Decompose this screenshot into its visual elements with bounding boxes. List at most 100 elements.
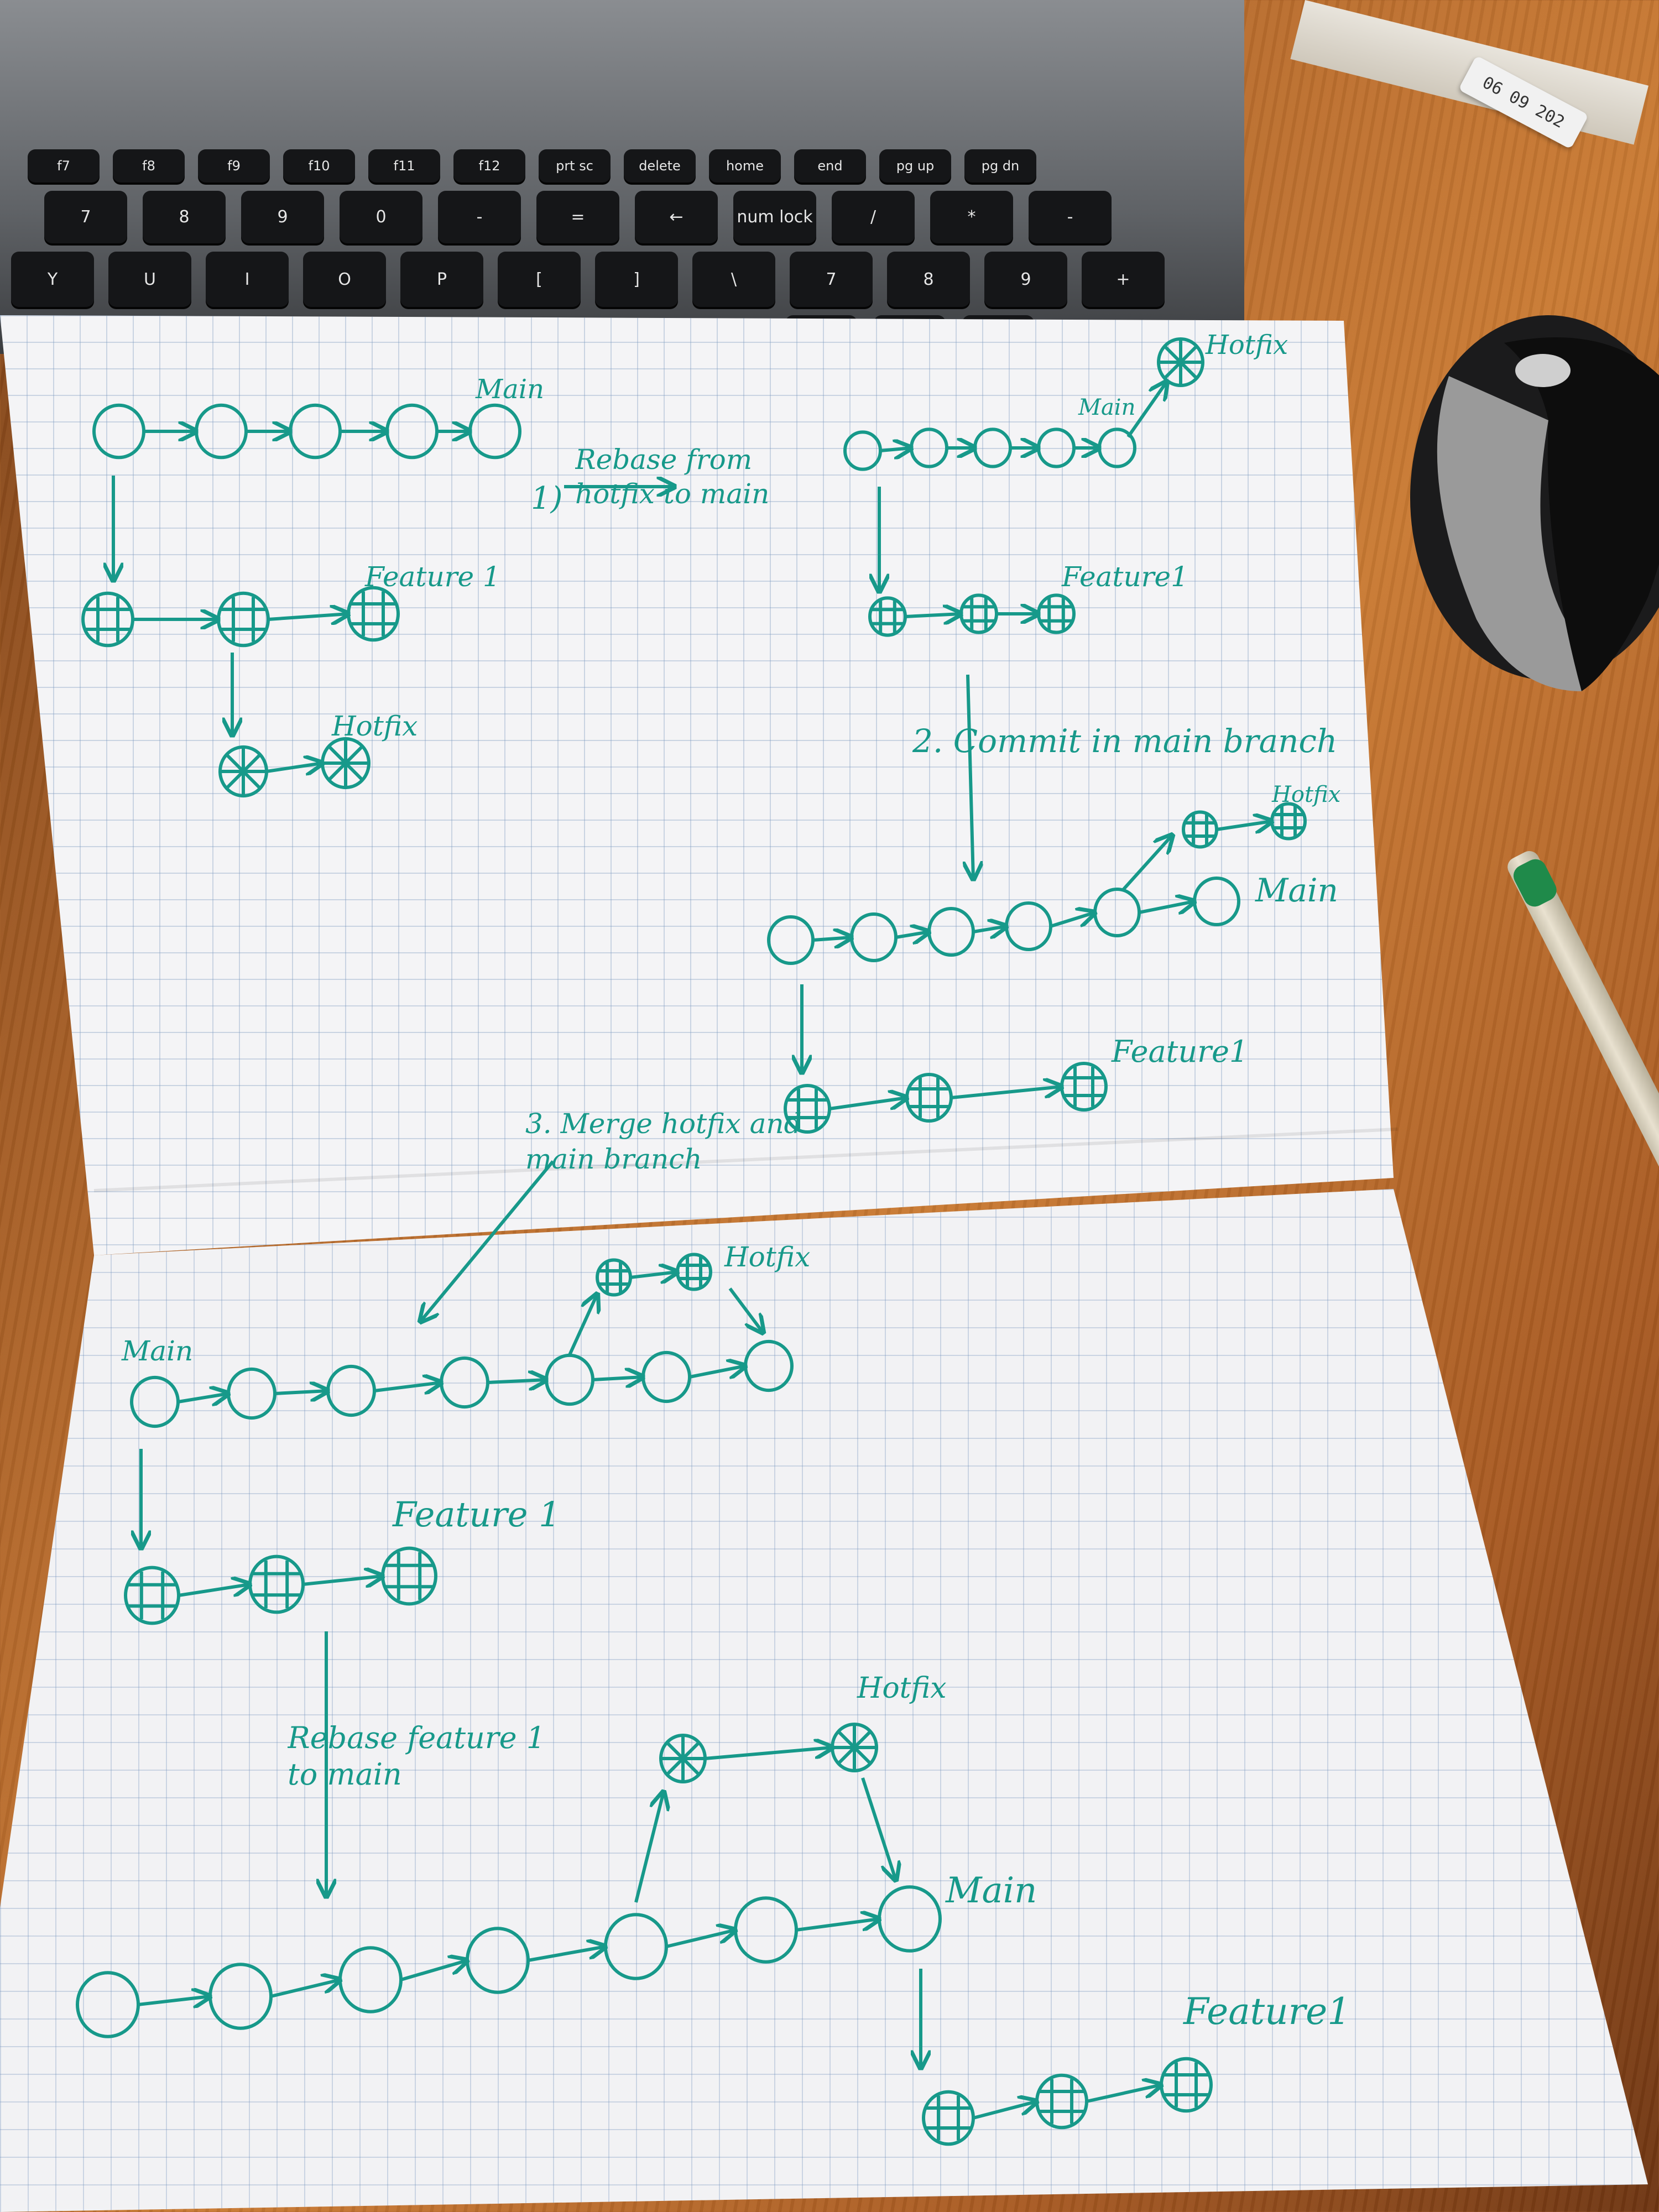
- feature-commit-node: [381, 1546, 437, 1606]
- commit-node: [1193, 877, 1240, 926]
- feature-commit-node: [959, 593, 998, 634]
- label-main-r4: Main: [945, 1870, 1037, 1911]
- key: 0: [340, 191, 422, 243]
- key: pg dn: [964, 149, 1036, 182]
- commit-node: [208, 1963, 273, 2030]
- hotfix-commit-node: [659, 1734, 707, 1783]
- commit-node: [734, 1896, 798, 1964]
- feature-commit-node: [1160, 2057, 1213, 2113]
- key: 9: [984, 252, 1067, 307]
- commit-arrow: [1050, 912, 1095, 928]
- key: 7: [790, 252, 873, 307]
- feature-commit-node: [676, 1253, 712, 1291]
- key: ]: [595, 252, 678, 307]
- commit-node: [850, 912, 898, 962]
- label-main: Main: [475, 374, 544, 405]
- commit-node: [910, 427, 948, 468]
- key: home: [709, 149, 781, 182]
- hotfix-commit-node: [321, 737, 371, 790]
- commit-node: [1005, 901, 1052, 951]
- step1-number: 1): [531, 481, 562, 517]
- feature-commit-node: [1035, 2073, 1088, 2130]
- commit-arrow: [1139, 901, 1194, 912]
- commit-arrow: [705, 1747, 832, 1760]
- key: O: [303, 252, 386, 307]
- key: 8: [143, 191, 226, 243]
- commit-node: [641, 1350, 691, 1404]
- notebook-page-lower: [0, 1189, 1648, 2212]
- commit-arrow: [178, 1584, 250, 1597]
- label-main-r3: Main: [121, 1335, 193, 1367]
- feature-commit-node: [217, 591, 270, 648]
- key: ←: [635, 191, 718, 243]
- label-hotfix: Hotfix: [331, 710, 418, 742]
- label-main-r2: Main: [1255, 872, 1338, 909]
- commit-arrow: [268, 614, 348, 619]
- commit-arrow: [1126, 382, 1167, 438]
- feature-commit-node: [124, 1566, 180, 1625]
- commit-node: [92, 403, 145, 460]
- commit-node: [878, 1885, 942, 1953]
- commit-arrow: [880, 448, 911, 451]
- key: [: [498, 252, 581, 307]
- commit-node: [1037, 427, 1076, 468]
- key: =: [536, 191, 619, 243]
- hotfix-commit-node: [831, 1723, 878, 1772]
- commit-node: [973, 427, 1012, 468]
- commit-node: [843, 430, 882, 471]
- feature-commit-node: [905, 1073, 953, 1123]
- commit-node: [440, 1356, 489, 1409]
- step3-caption: 3. Merge hotfix and main branch: [525, 1108, 802, 1175]
- commit-arrow: [634, 1792, 664, 1903]
- commit-node: [927, 907, 975, 957]
- commit-arrow: [728, 1287, 763, 1333]
- commit-arrow: [796, 1919, 879, 1932]
- hotfix-commit-node: [1157, 337, 1204, 387]
- notebook-page-upper: [0, 315, 1394, 1255]
- hotfix-commit-node: [218, 745, 268, 798]
- key: num lock: [733, 191, 816, 243]
- commit-node: [326, 1364, 376, 1417]
- commit-arrow: [630, 1272, 677, 1277]
- key: f8: [113, 149, 185, 182]
- step2-caption: 2. Commit in main branch: [912, 722, 1337, 760]
- commit-arrow: [302, 1576, 383, 1584]
- commit-arrow: [568, 1294, 597, 1356]
- commit-node: [130, 1375, 180, 1428]
- commit-node: [338, 1946, 403, 2013]
- commit-arrow: [1121, 835, 1172, 892]
- commit-node: [468, 403, 521, 460]
- label-main-r1: Main: [1078, 395, 1135, 420]
- feature-commit-node: [81, 591, 134, 648]
- commit-arrow: [689, 1366, 745, 1377]
- key: f10: [283, 149, 355, 182]
- step4-caption: Rebase feature 1 to main: [288, 1720, 545, 1792]
- commit-arrow: [178, 1394, 228, 1402]
- commit-node: [289, 403, 342, 460]
- commit-arrow: [266, 763, 322, 771]
- commit-arrow: [968, 674, 973, 879]
- label-hotfix-r1: Hotfix: [1205, 330, 1288, 361]
- commit-arrow: [138, 1996, 210, 2005]
- commit-arrow: [420, 1160, 555, 1322]
- commit-arrow: [274, 1391, 328, 1394]
- key: pg up: [879, 149, 951, 182]
- key: /: [832, 191, 915, 243]
- feature-commit-node: [784, 1084, 831, 1134]
- label-feature: Feature 1: [364, 561, 500, 593]
- commit-arrow: [270, 1980, 340, 1998]
- label-feature-r4: Feature1: [1183, 1990, 1350, 2033]
- commit-node: [195, 403, 248, 460]
- label-feature-r1: Feature1: [1061, 561, 1188, 593]
- key: U: [108, 252, 191, 307]
- commit-node: [1093, 888, 1141, 937]
- computer-mouse: [1410, 315, 1659, 691]
- key: f12: [453, 149, 525, 182]
- key: 7: [44, 191, 127, 243]
- label-hotfix-r4: Hotfix: [857, 1672, 947, 1705]
- commit-arrow: [895, 932, 929, 937]
- commit-arrow: [374, 1383, 441, 1391]
- commit-arrow: [973, 2101, 1037, 2120]
- key: \: [692, 252, 775, 307]
